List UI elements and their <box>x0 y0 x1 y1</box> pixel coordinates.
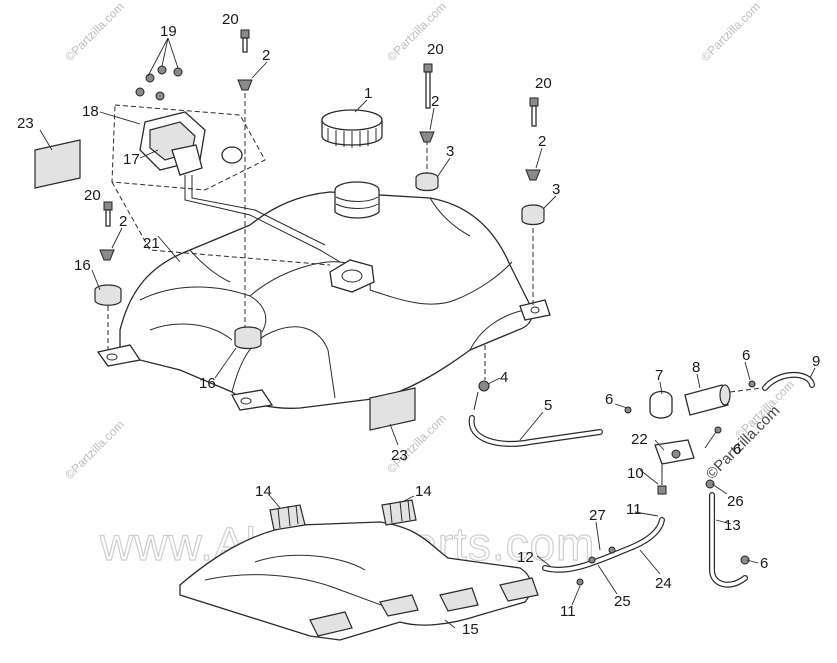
callout-6-top: 6 <box>742 347 750 364</box>
callout-2-left: 2 <box>119 213 127 230</box>
callout-3-right: 3 <box>552 181 560 198</box>
callout-27: 27 <box>589 507 606 524</box>
callout-25: 25 <box>614 593 631 610</box>
callout-2-mid: 2 <box>431 93 439 110</box>
callout-1: 1 <box>364 85 372 102</box>
fuel-tank <box>96 181 551 411</box>
callout-19: 19 <box>160 23 177 40</box>
callout-16-mid: 16 <box>199 375 216 392</box>
callout-4: 4 <box>500 369 508 386</box>
callout-18: 18 <box>82 103 99 120</box>
grommets <box>94 172 545 350</box>
callout-14-left: 14 <box>255 483 272 500</box>
callout-26: 26 <box>727 493 744 510</box>
leader-lines <box>39 37 816 629</box>
vent-bracket-assembly <box>111 65 341 263</box>
callout-14-right: 14 <box>415 483 432 500</box>
callout-7: 7 <box>655 367 663 384</box>
callout-6-mid: 6 <box>733 441 741 458</box>
lower-shield <box>179 499 539 641</box>
watermark-mid-right: ©Partzilla.com <box>703 402 784 483</box>
callout-labels: 1 2 2 2 2 2 3 3 4 5 6 6 6 6 7 8 9 10 11 … <box>17 11 820 638</box>
callout-2-top-left: 2 <box>262 47 270 64</box>
bolts-and-washers <box>99 29 541 261</box>
callout-24: 24 <box>655 575 672 592</box>
callout-17: 17 <box>123 151 140 168</box>
decals <box>34 139 416 431</box>
callout-22: 22 <box>631 431 648 448</box>
callout-5: 5 <box>544 397 552 414</box>
fuel-lines <box>468 371 815 588</box>
callout-11-right: 11 <box>626 501 642 518</box>
callout-20-top: 20 <box>222 11 239 28</box>
callout-16-left: 16 <box>74 257 91 274</box>
callout-6-bottom: 6 <box>760 555 768 572</box>
watermark-mid-left: ©Partzilla.com <box>62 417 127 482</box>
watermark-top-left: ©Partzilla.com <box>62 0 127 64</box>
callout-12: 12 <box>517 549 534 566</box>
callout-20-right: 20 <box>535 75 552 92</box>
callout-23-left: 23 <box>17 115 34 132</box>
callout-21: 21 <box>143 235 160 252</box>
callout-13: 13 <box>724 517 741 534</box>
callout-20-left: 20 <box>84 187 101 204</box>
callout-6-left: 6 <box>605 391 613 408</box>
callout-20-mid: 20 <box>427 41 444 58</box>
callout-9: 9 <box>812 353 820 370</box>
callout-10: 10 <box>627 465 644 482</box>
watermark-top-right: ©Partzilla.com <box>698 0 763 64</box>
callout-15: 15 <box>462 621 479 638</box>
fuel-cap <box>321 109 383 148</box>
callout-3-mid: 3 <box>446 143 454 160</box>
callout-11-bottom: 11 <box>560 603 576 620</box>
callout-2-right: 2 <box>538 133 546 150</box>
callout-23-bottom: 23 <box>391 447 408 464</box>
callout-8: 8 <box>692 359 700 376</box>
